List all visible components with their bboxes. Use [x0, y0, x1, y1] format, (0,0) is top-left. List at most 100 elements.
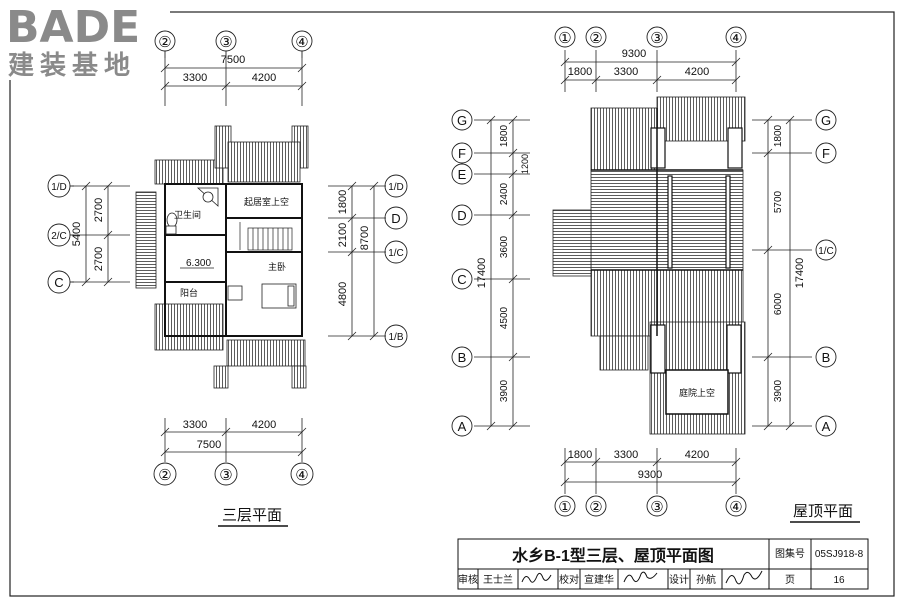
left-plan-title: 三层平面	[222, 507, 282, 524]
right-right-total: 17400	[794, 258, 806, 289]
left-top-total: 7500	[221, 54, 245, 66]
right-right-dimensions	[752, 115, 812, 431]
left-right-dim-3: 4800	[337, 282, 349, 306]
right-bottom-axis-2: ②	[589, 499, 602, 516]
courtyard-opening	[665, 369, 729, 415]
left-top-axis-3: ④	[295, 34, 308, 51]
left-bottom-axis-2: ③	[219, 467, 232, 484]
left-right-dim-1: 1800	[337, 190, 349, 214]
reviewer-signature	[521, 572, 552, 583]
left-right-axis-1: 1/D	[388, 182, 404, 193]
right-right-dim-4: 3900	[773, 379, 784, 402]
right-top-axis-bubbles	[554, 26, 747, 48]
left-right-axis-3: 1/C	[388, 248, 404, 259]
right-left-axis-3: E	[458, 167, 467, 182]
left-side-axis-3: C	[54, 275, 63, 290]
designer-name: 孙航	[696, 573, 716, 586]
left-room-master: 主卧	[268, 261, 286, 272]
left-top-axis-bubbles	[154, 30, 313, 58]
left-room-void: 起居室上空	[244, 196, 289, 207]
right-left-dimensions	[474, 115, 530, 431]
atlas-label: 图集号	[775, 547, 805, 560]
right-top-axis-3: ③	[650, 30, 663, 47]
left-top-dim-1: 3300	[183, 72, 207, 84]
left-bottom-dim-1: 3300	[183, 419, 207, 431]
right-right-dim-3: 6000	[773, 292, 784, 315]
right-right-axis-bubbles	[815, 109, 837, 437]
left-side-total: 5400	[71, 222, 83, 246]
left-bottom-total: 7500	[197, 439, 221, 451]
sheet-border	[9, 11, 895, 597]
right-room-court: 庭院上空	[679, 387, 715, 398]
right-right-axis-2: F	[822, 146, 830, 161]
right-bottom-dimensions	[560, 448, 741, 494]
right-top-dim-1: 1800	[568, 66, 592, 78]
left-right-axis-bubbles	[384, 174, 408, 348]
right-left-dim-6: 3900	[499, 379, 510, 402]
page-number: 16	[833, 575, 845, 586]
left-right-total: 8700	[359, 226, 371, 250]
atlas-number: 05SJ918-8	[815, 549, 864, 560]
left-side-dim-2: 2700	[93, 247, 105, 271]
right-left-axis-1: G	[457, 113, 467, 128]
right-left-dim-4: 3600	[499, 235, 510, 258]
third-floor-plan: 7500 3300 4200 ② ③ ④ 5400 2700 2700 1/D …	[47, 30, 408, 527]
left-right-dim-2: 2100	[337, 223, 349, 247]
right-left-axis-bubbles	[451, 109, 473, 437]
left-right-axis-2: D	[391, 211, 400, 226]
left-roof-tiles	[135, 125, 309, 389]
logo-tagline: 建装基地	[8, 50, 136, 80]
right-bottom-axis-1: ①	[558, 499, 571, 516]
left-bottom-axis-1: ②	[158, 467, 171, 484]
right-right-dim-1: 1800	[773, 124, 784, 147]
right-roof-ridges	[650, 127, 743, 374]
right-right-axis-1: G	[821, 113, 831, 128]
left-wc-fixtures	[165, 187, 219, 235]
drawing-title: 水乡B-1型三层、屋顶平面图	[512, 546, 714, 565]
check-label: 校对	[559, 573, 579, 586]
left-right-dimensions	[328, 181, 386, 341]
left-bottom-dim-2: 4200	[252, 419, 276, 431]
left-bottom-axis-bubbles	[153, 462, 314, 486]
right-top-axis-1: ①	[558, 30, 571, 47]
left-bottom-dimensions	[160, 418, 307, 462]
right-left-dim-2: 1200	[520, 154, 530, 174]
reviewer-name: 王士兰	[483, 573, 513, 586]
right-top-dim-3: 4200	[685, 66, 709, 78]
page-label: 页	[785, 574, 795, 586]
left-right-axis-4: 1/B	[388, 332, 403, 343]
right-bottom-total: 9300	[638, 469, 662, 481]
right-roof-tiles	[552, 96, 746, 435]
left-bed	[227, 283, 297, 309]
left-side-dimensions	[72, 181, 130, 287]
checker-name: 宣建华	[584, 573, 614, 586]
right-bottom-dim-2: 3300	[614, 449, 638, 461]
right-left-axis-7: A	[458, 419, 467, 434]
right-left-axis-4: D	[457, 208, 466, 223]
right-right-axis-3: 1/C	[818, 246, 834, 257]
right-top-axis-4: ④	[729, 30, 742, 47]
left-side-axis-bubbles	[47, 174, 74, 294]
left-top-dim-2: 4200	[252, 72, 276, 84]
right-left-axis-2: F	[458, 146, 466, 161]
right-bottom-axis-bubbles	[554, 495, 747, 517]
left-bottom-axis-3: ④	[295, 467, 308, 484]
right-plan-title: 屋顶平面	[793, 503, 853, 520]
left-top-axis-2: ③	[219, 34, 232, 51]
right-bottom-dim-1: 1800	[568, 449, 592, 461]
left-level-mark: 6.300	[186, 258, 211, 269]
right-top-total: 9300	[622, 48, 646, 60]
right-left-axis-6: B	[458, 350, 467, 365]
design-label: 设计	[669, 573, 689, 586]
right-bottom-axis-4: ④	[729, 499, 742, 516]
right-top-dim-2: 3300	[614, 66, 638, 78]
left-top-axis-1: ②	[158, 34, 171, 51]
right-left-dim-5: 4500	[499, 306, 510, 329]
right-left-dim-3: 2400	[499, 182, 510, 205]
left-room-wc: 卫生间	[174, 209, 201, 220]
checker-signature	[623, 571, 658, 583]
right-left-dim-1: 1800	[499, 124, 510, 147]
right-right-axis-4: B	[822, 350, 831, 365]
brand-logo: BADE 建装基地	[0, 0, 170, 80]
right-right-dim-2: 5700	[773, 190, 784, 213]
